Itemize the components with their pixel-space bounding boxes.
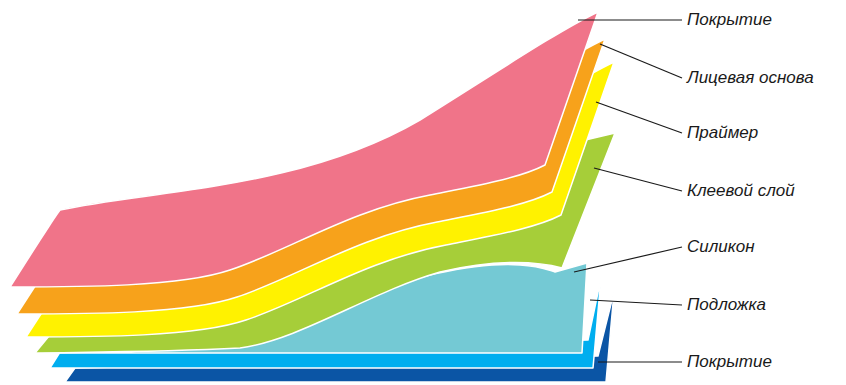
leader-line [600, 44, 682, 78]
layer-label: Покрытие [687, 10, 772, 30]
leader-line [574, 247, 682, 272]
leader-line [578, 19, 682, 20]
layer-label: Подложка [687, 295, 766, 315]
leader-line [598, 361, 682, 362]
layer-label: Праймер [687, 123, 758, 143]
leader-line [590, 300, 682, 305]
layer-label: Лицевая основа [687, 68, 814, 88]
top-coating-layer [10, 12, 598, 287]
layer-label: Силикон [687, 237, 755, 257]
layer-label: Клеевой слой [687, 181, 795, 201]
leader-line [594, 168, 682, 191]
leader-line [596, 102, 682, 133]
layer-label: Покрытие [687, 352, 772, 372]
